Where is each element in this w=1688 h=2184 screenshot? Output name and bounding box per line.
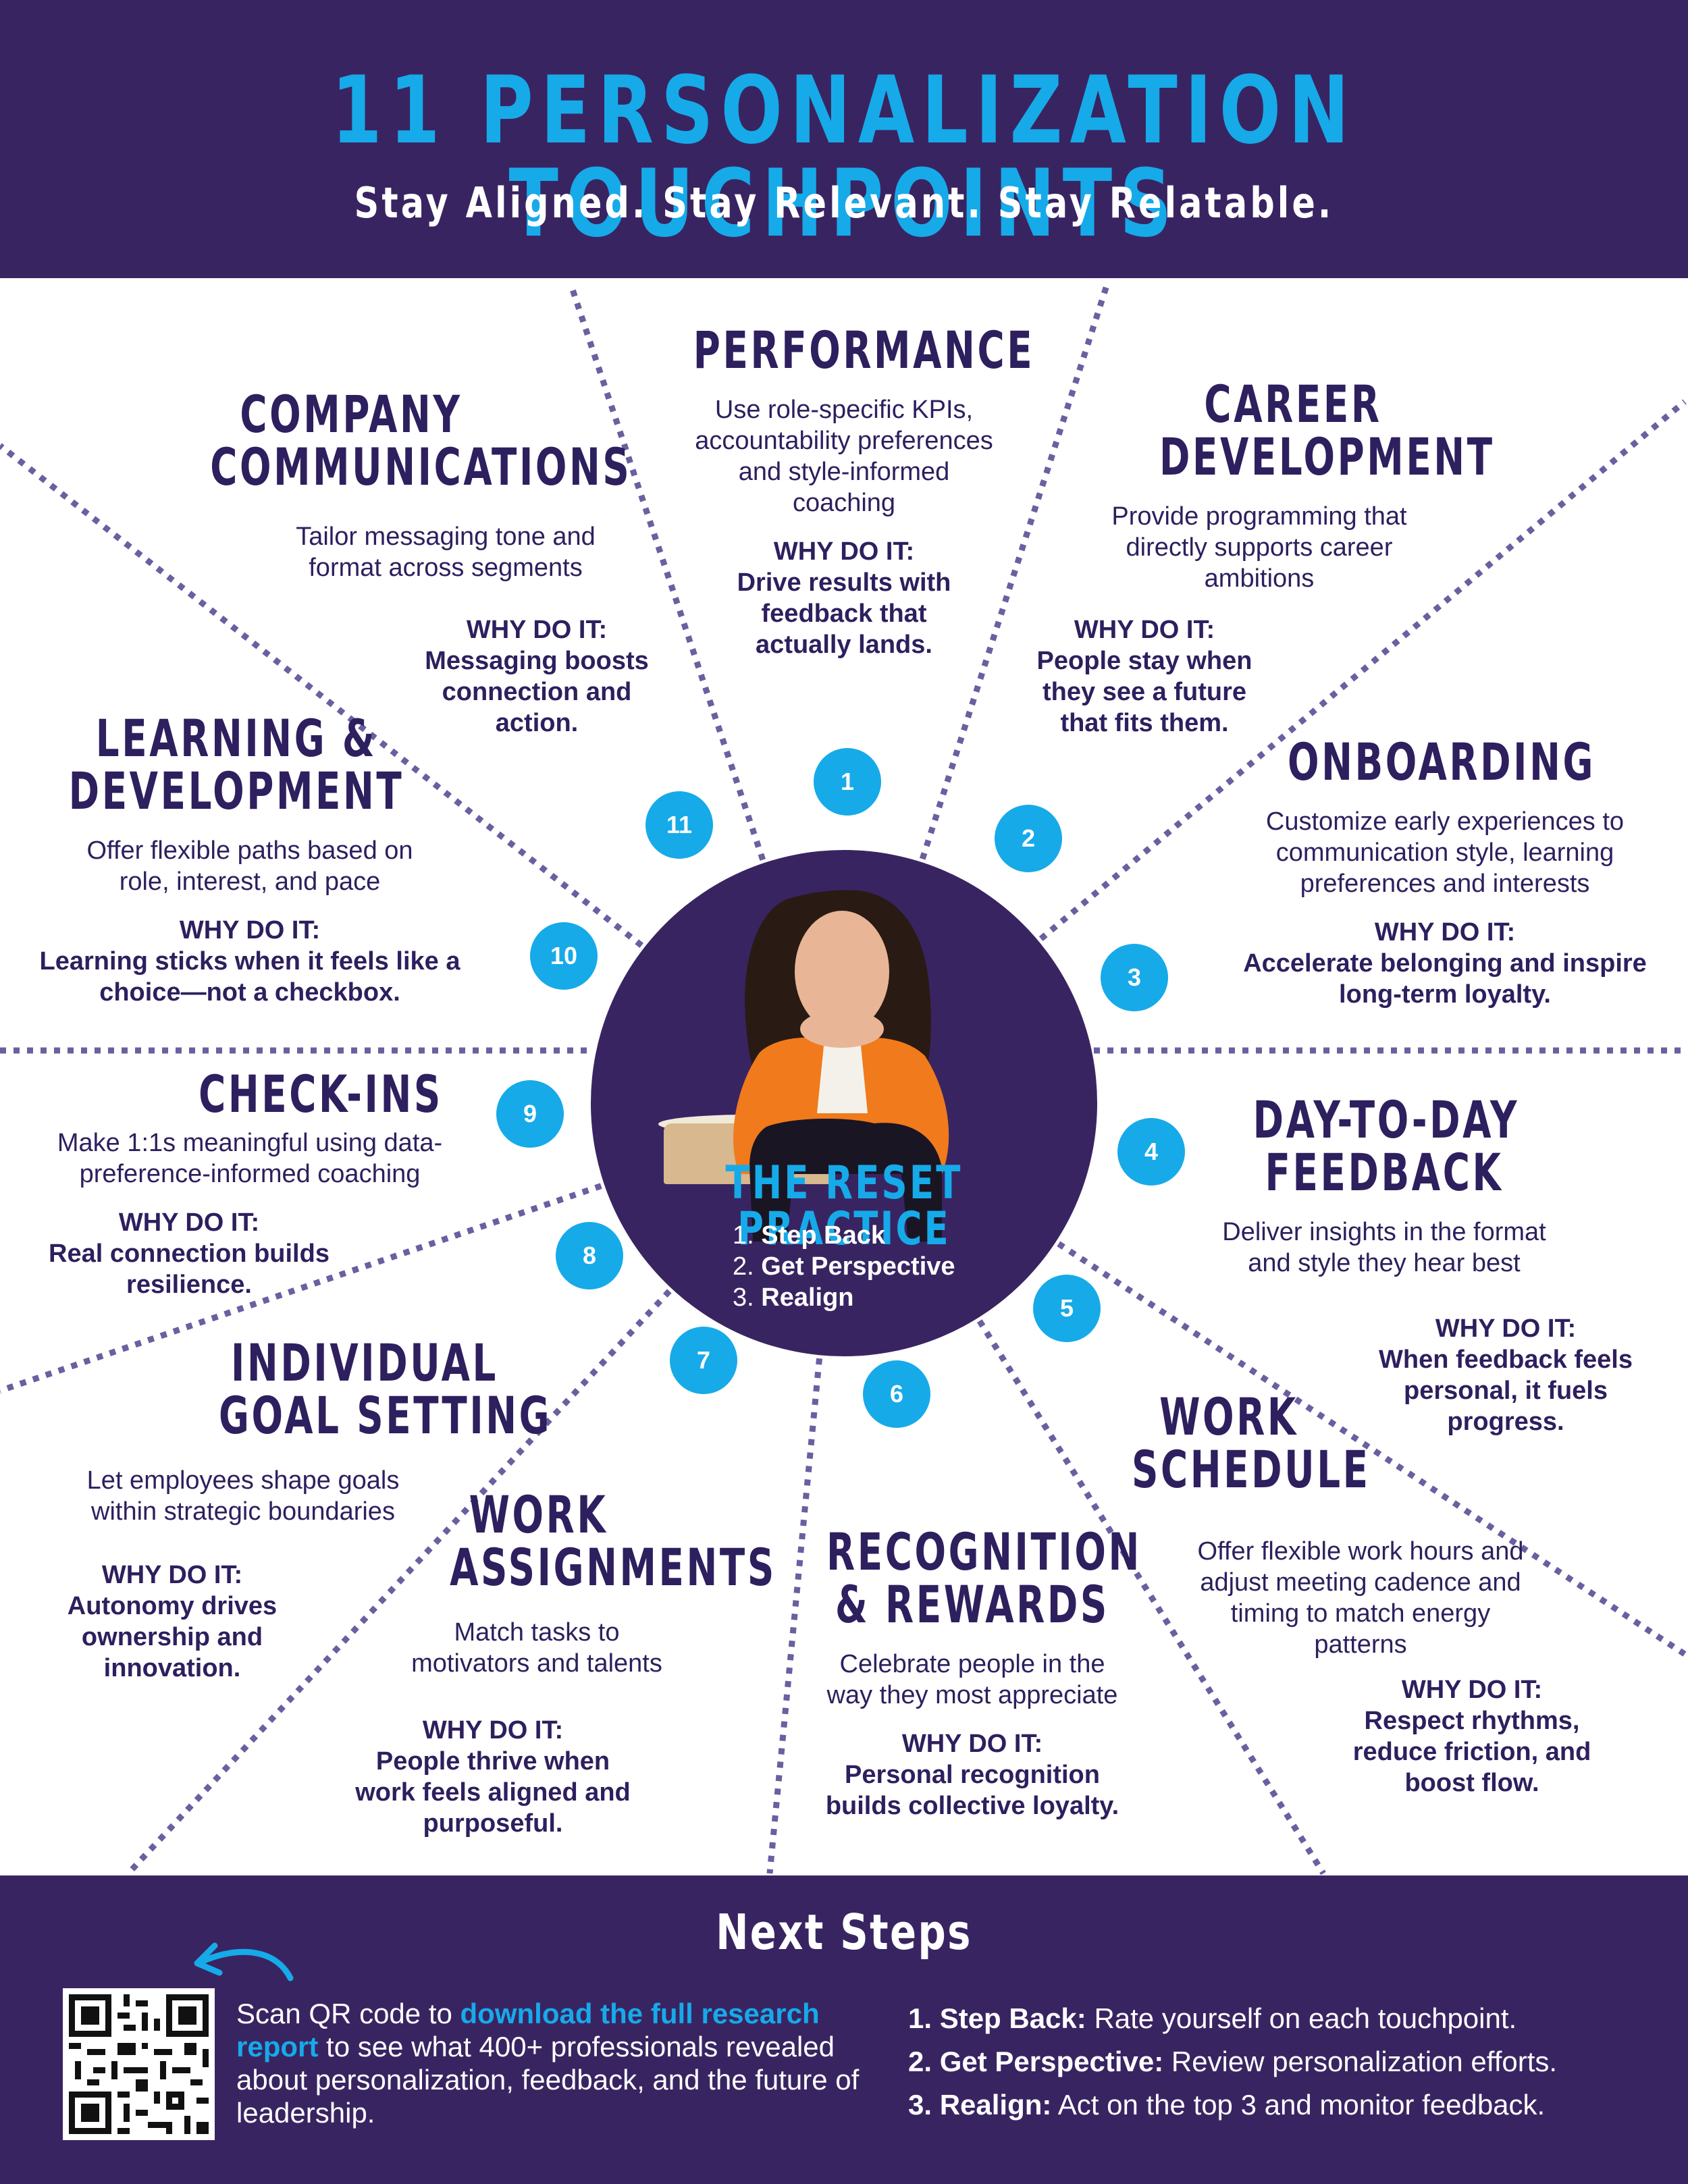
next-step-item: 3. Realign: Act on the top 3 and monitor… <box>908 2089 1546 2121</box>
touchpoint-check-ins-desc: Make 1:1s meaningful using data-preferen… <box>20 1127 479 1300</box>
why-label: WHY DO IT: <box>773 537 915 566</box>
touchpoint-recognition-rewards: RECOGNITION& REWARDS Celebrate people in… <box>770 1526 1175 1821</box>
touchpoint-number-1: 1 <box>814 748 881 816</box>
touchpoint-title: LEARNING &DEVELOPMENT <box>68 708 404 821</box>
qr-code[interactable] <box>63 1988 215 2140</box>
reset-practice-hub: THE RESET PRACTICE 1. Step Back 2. Get P… <box>591 850 1097 1356</box>
why-label: WHY DO IT: <box>179 916 321 944</box>
page-title: 11 PERSONALIZATION TOUCHPOINTS <box>331 56 1357 258</box>
why-label: WHY DO IT: <box>1401 1676 1543 1704</box>
touchpoint-number-5: 5 <box>1033 1275 1101 1342</box>
why-label: WHY DO IT: <box>422 1716 564 1744</box>
touchpoint-number-11: 11 <box>645 791 713 859</box>
touchpoint-number-9: 9 <box>496 1080 564 1148</box>
qr-code-icon <box>63 1988 215 2140</box>
touchpoint-check-ins: CHECK-INS <box>135 1068 506 1121</box>
why-label: WHY DO IT: <box>901 1730 1043 1758</box>
download-report-link[interactable]: download the full research report <box>236 1998 820 2062</box>
curved-arrow-icon <box>194 1942 294 1981</box>
why-label: WHY DO IT: <box>466 616 608 644</box>
why-label: WHY DO IT: <box>101 1561 243 1589</box>
next-steps-list: 1. Step Back: Rate yourself on each touc… <box>908 1997 1664 2127</box>
touchpoint-description: Make 1:1s meaningful using data-preferen… <box>57 1129 443 1188</box>
why-label: WHY DO IT: <box>1074 616 1215 644</box>
presenter-photo <box>733 890 949 1242</box>
why-label: WHY DO IT: <box>1435 1314 1577 1343</box>
touchpoint-title: CHECK-INS <box>199 1064 443 1124</box>
header-banner: 11 PERSONALIZATION TOUCHPOINTS Stay Alig… <box>0 0 1688 278</box>
reset-step: 1. Step Back <box>733 1221 886 1250</box>
touchpoint-title: ONBOARDING <box>1287 732 1596 792</box>
next-step-item: 1. Step Back: Rate yourself on each touc… <box>908 2002 1517 2034</box>
reset-step: 2. Get Perspective <box>733 1252 955 1281</box>
why-label: WHY DO IT: <box>1374 918 1516 947</box>
touchpoint-number-2: 2 <box>995 805 1062 872</box>
touchpoint-learning-development: LEARNING &DEVELOPMENT Offer flexible pat… <box>27 712 473 1008</box>
qr-instructions: Scan QR code to download the full resear… <box>236 1998 860 2129</box>
reset-practice-title: THE RESET PRACTICE <box>725 1156 963 1256</box>
touchpoint-number-8: 8 <box>556 1222 623 1289</box>
touchpoint-number-10: 10 <box>530 922 598 990</box>
touchpoint-number-6: 6 <box>863 1360 930 1428</box>
touchpoint-number-4: 4 <box>1117 1118 1185 1186</box>
page-subtitle: Stay Aligned. Stay Relevant. Stay Relata… <box>354 178 1334 228</box>
touchpoint-title: PERFORMANCE <box>693 320 1035 380</box>
next-step-item: 2. Get Perspective: Review personalizati… <box>908 2046 1558 2077</box>
touchpoint-work-schedule-why: WHY DO IT: Respect rhythms,reduce fricti… <box>1296 1674 1647 1799</box>
reset-step: 3. Realign <box>733 1283 854 1312</box>
touchpoint-description: Use role-specific KPIs,accountability pr… <box>695 396 993 517</box>
next-steps-title: Next Steps <box>716 1904 972 1961</box>
reset-practice-steps: 1. Step Back 2. Get Perspective 3. Reali… <box>733 1220 955 1313</box>
touchpoint-onboarding: ONBOARDING Customize early experiences t… <box>1182 736 1688 1010</box>
touchpoint-number-7: 7 <box>670 1327 737 1394</box>
touchpoint-performance: PERFORMANCE Use role-specific KPIs,accou… <box>635 324 1053 660</box>
touchpoint-title: RECOGNITION& REWARDS <box>826 1522 1142 1634</box>
why-label: WHY DO IT: <box>118 1208 260 1237</box>
touchpoint-number-3: 3 <box>1101 944 1168 1011</box>
next-steps-footer <box>0 1875 1688 2184</box>
